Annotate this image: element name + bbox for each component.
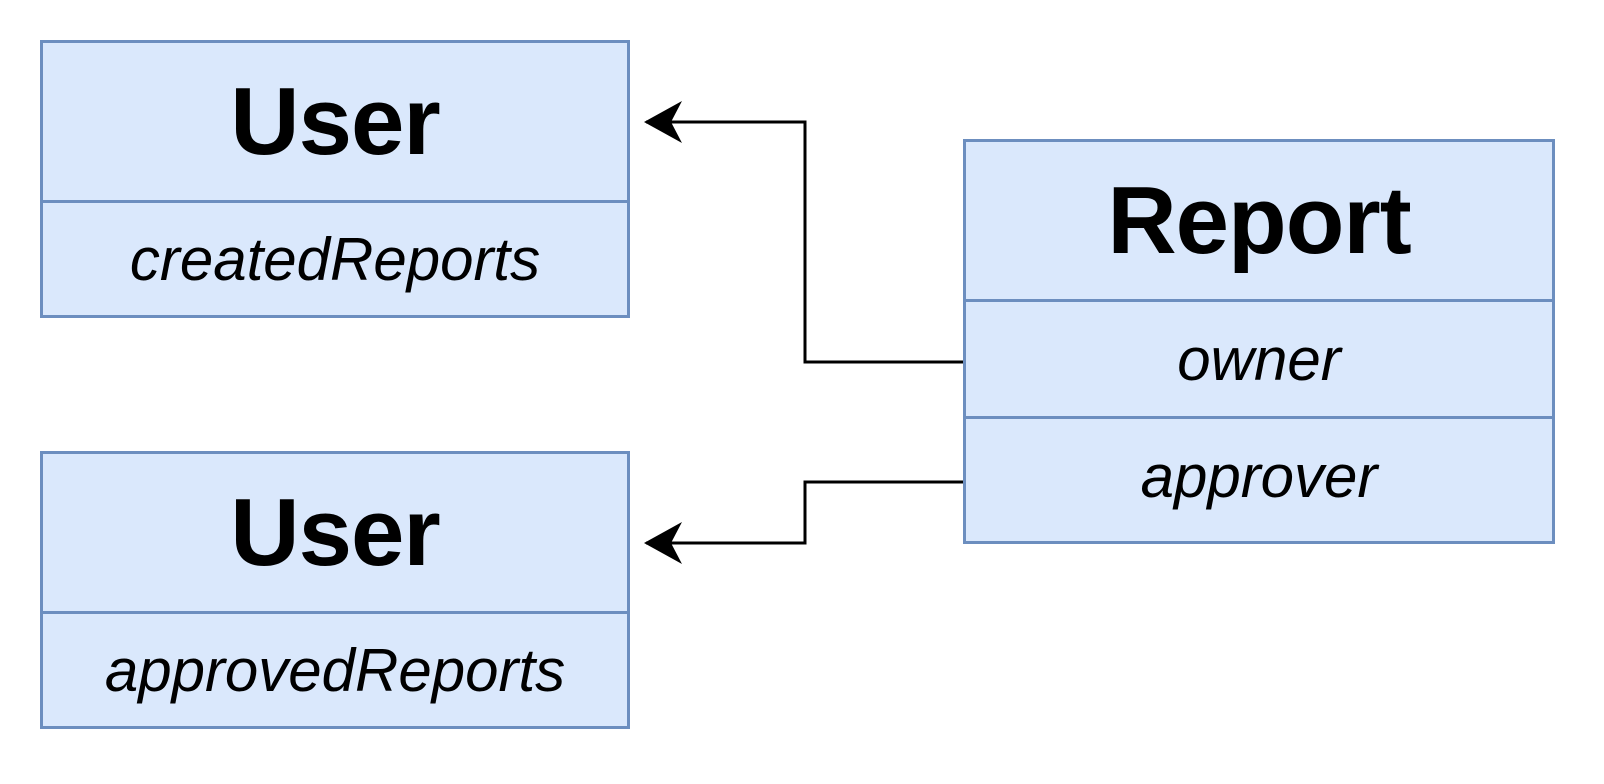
report-entity[interactable]: Report owner approver bbox=[963, 139, 1555, 544]
approver-arrowhead-icon bbox=[644, 522, 682, 564]
user-entity-created[interactable]: User createdReports bbox=[40, 40, 630, 318]
user-entity-approved[interactable]: User approvedReports bbox=[40, 451, 630, 729]
entity-title: User bbox=[230, 67, 440, 175]
entity-field-approver: approver bbox=[966, 416, 1552, 533]
entity-field-createdreports: createdReports bbox=[43, 200, 627, 315]
entity-field-owner: owner bbox=[966, 299, 1552, 416]
approver-relation-connector[interactable] bbox=[646, 480, 963, 545]
entity-title: User bbox=[230, 478, 440, 586]
owner-relation-connector[interactable] bbox=[646, 120, 963, 364]
entity-title: Report bbox=[1107, 166, 1411, 274]
owner-arrowhead-icon bbox=[644, 101, 682, 143]
entity-field-approvedreports: approvedReports bbox=[43, 611, 627, 726]
